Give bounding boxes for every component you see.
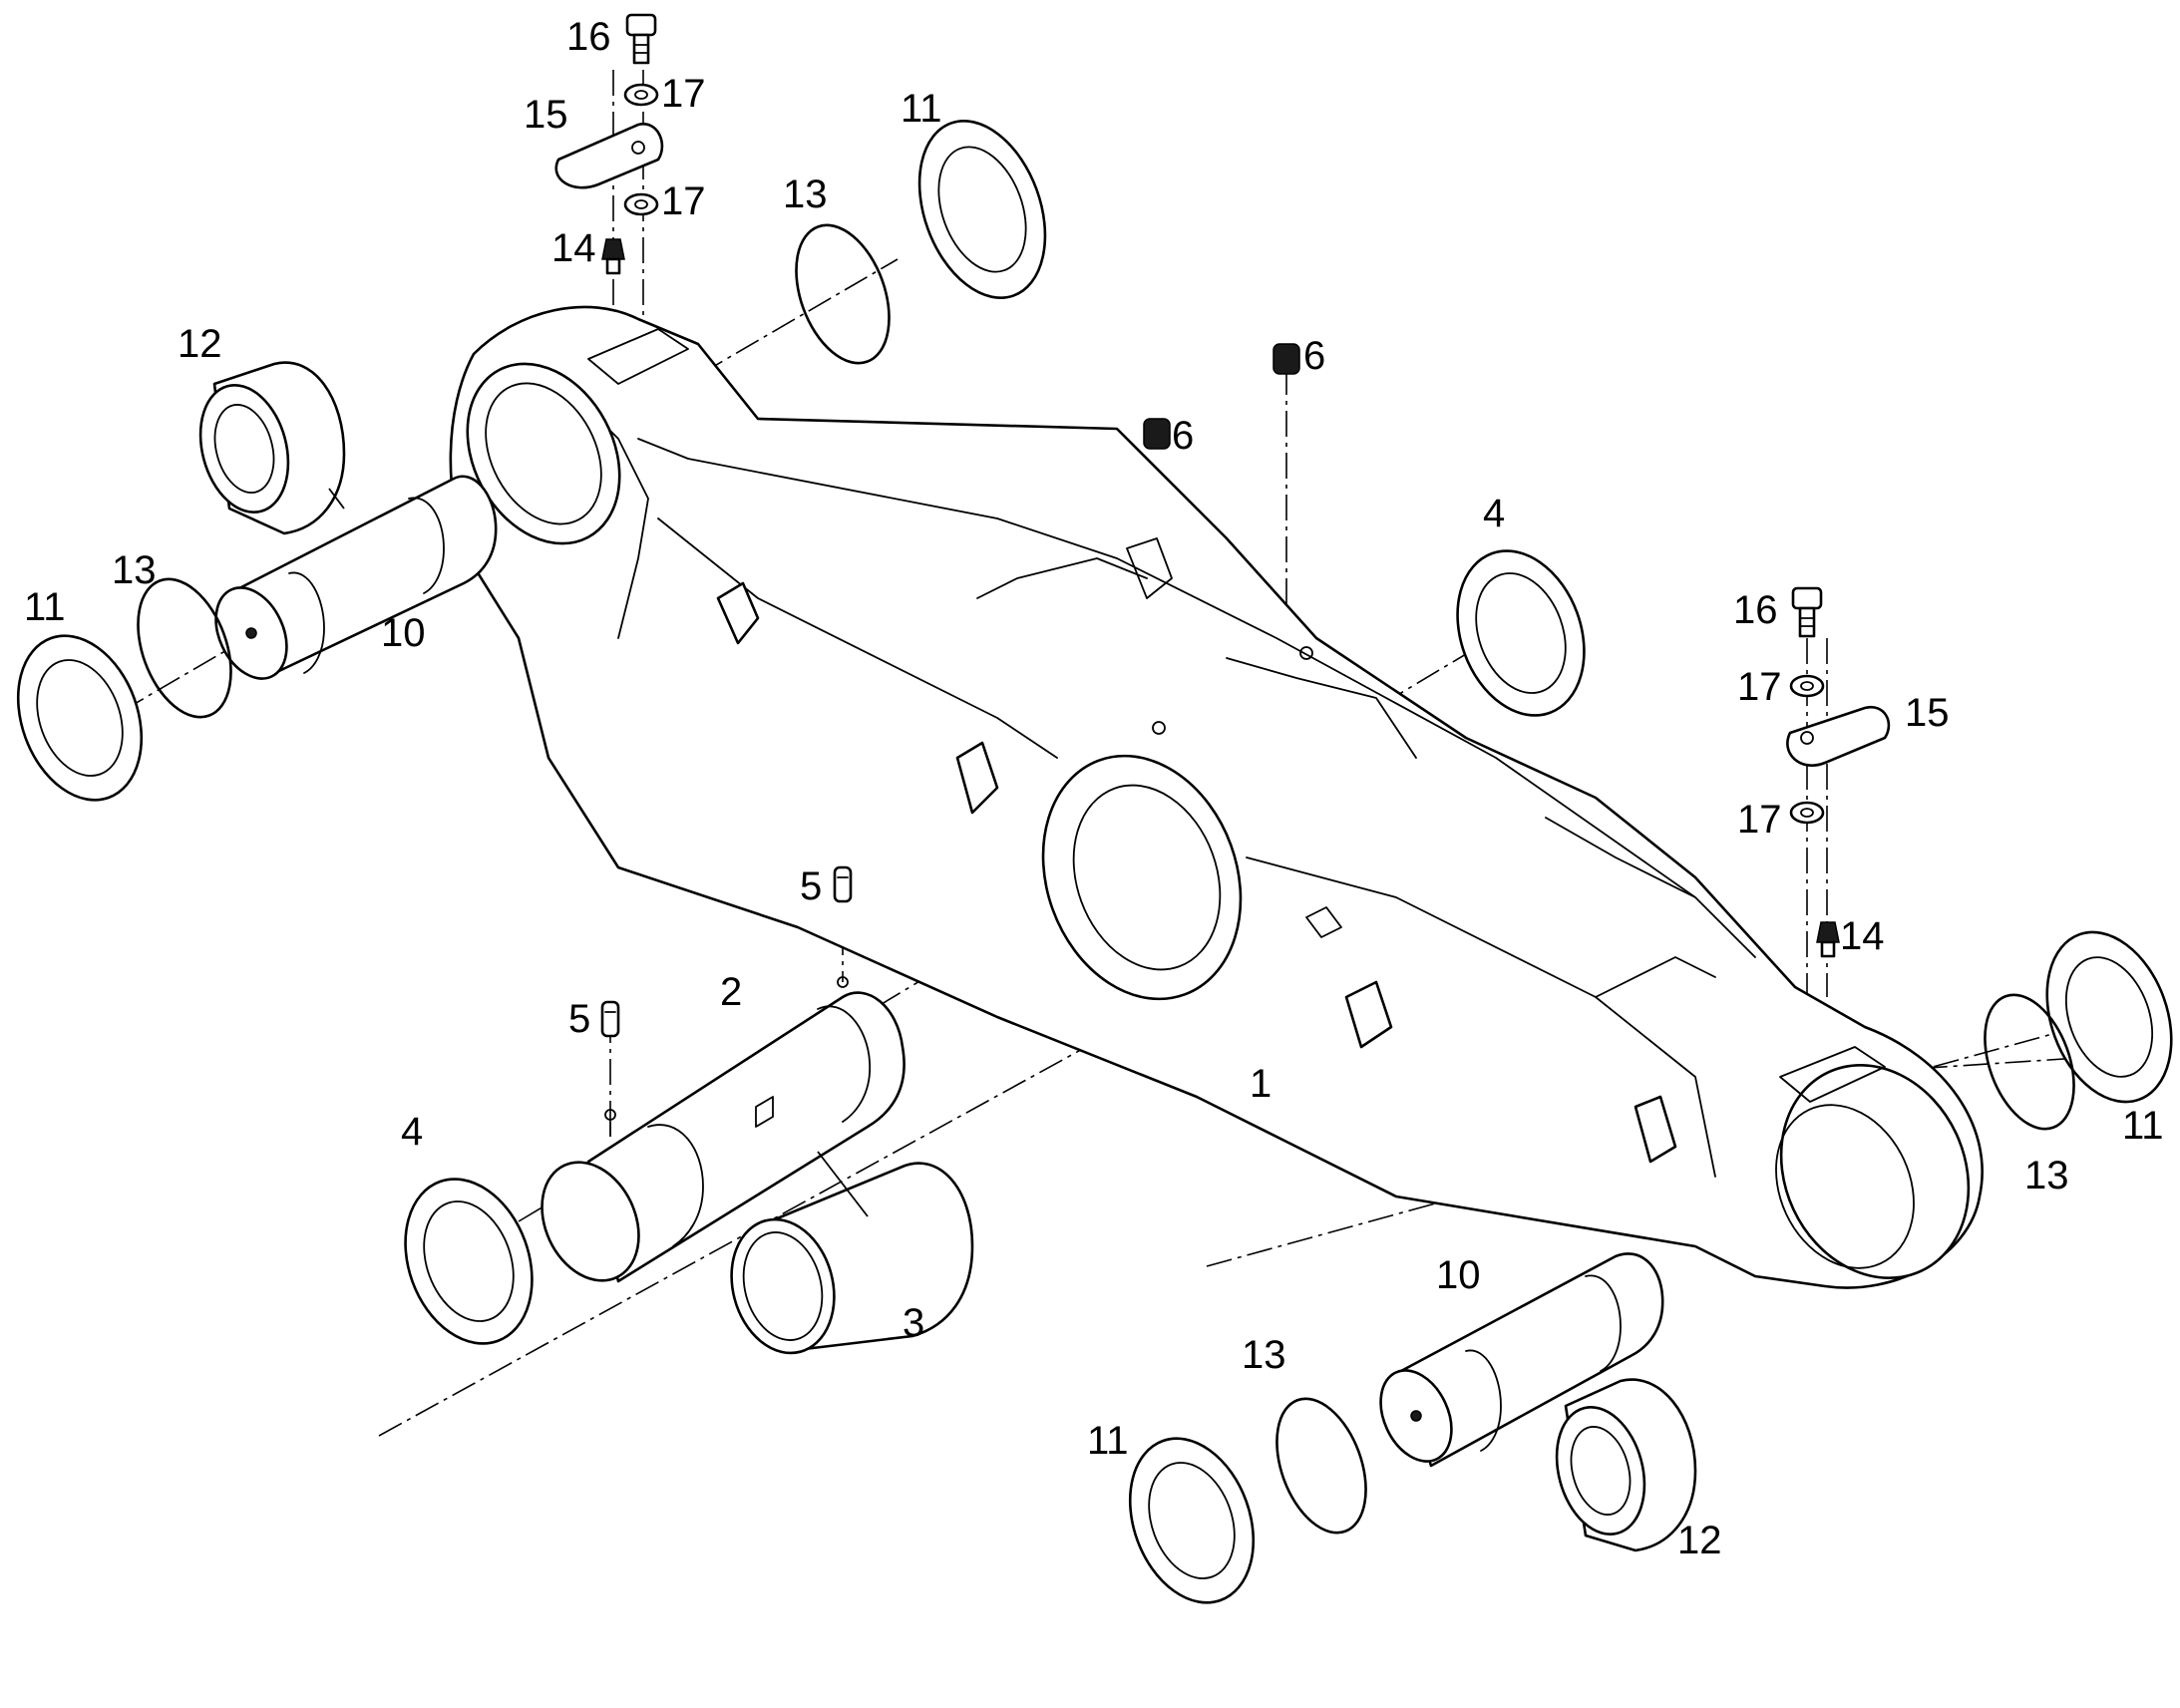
seal-ring-right <box>1456 549 1586 717</box>
grease-nipple-top <box>601 238 625 275</box>
callout-17-top-upper: 17 <box>661 72 706 116</box>
callout-13-left: 13 <box>112 548 157 592</box>
callout-11-right: 11 <box>2122 1104 2164 1148</box>
callout-4-left: 4 <box>401 1110 423 1154</box>
callout-1: 1 <box>1250 1062 1272 1106</box>
callout-12-left: 12 <box>178 322 222 366</box>
set-screw-lower <box>600 1000 620 1038</box>
callout-14-right: 14 <box>1840 914 1885 958</box>
bearing-cap-top <box>917 120 1047 299</box>
bearing-cap-right <box>2045 930 2173 1104</box>
callout-17-right-lower: 17 <box>1737 798 1782 842</box>
washer-right-upper <box>1789 674 1825 698</box>
callout-16-top: 16 <box>566 15 611 59</box>
callout-5-upper: 5 <box>800 864 822 908</box>
bearing-cap-bottom <box>1128 1437 1256 1604</box>
grease-nipple-right <box>1816 921 1840 958</box>
callout-11-bottom: 11 <box>1087 1419 1129 1463</box>
callout-2: 2 <box>720 970 742 1014</box>
leader-lines <box>328 488 869 1217</box>
callout-17-top-lower: 17 <box>661 179 706 223</box>
bearing-left <box>198 361 346 535</box>
callout-17-right-upper: 17 <box>1737 665 1782 709</box>
callout-11-top: 11 <box>901 87 942 131</box>
callout-10-left: 10 <box>381 611 426 655</box>
lock-plate-right <box>1786 705 1891 767</box>
callout-10-right: 10 <box>1436 1253 1481 1297</box>
callout-15-top: 15 <box>524 93 568 137</box>
snap-ring-top <box>795 223 891 365</box>
washer-right-lower <box>1789 801 1825 825</box>
bolt-right <box>1791 586 1823 638</box>
callout-11-left: 11 <box>24 585 66 629</box>
callout-13-right: 13 <box>2024 1154 2069 1197</box>
callout-16-right: 16 <box>1733 588 1778 632</box>
callout-12-right: 12 <box>1677 1519 1722 1562</box>
callout-3: 3 <box>903 1301 924 1345</box>
pin <box>541 976 906 1283</box>
bearing-cap-left <box>16 634 144 802</box>
bearing-right <box>1555 1378 1697 1552</box>
callout-15-right: 15 <box>1905 691 1950 735</box>
snap-ring-bottom <box>1275 1397 1367 1535</box>
callout-14-top: 14 <box>551 226 596 270</box>
snap-ring-right <box>1984 993 2075 1131</box>
callout-13-top: 13 <box>783 172 828 216</box>
washer-top-lower <box>623 192 659 216</box>
callout-6-left: 6 <box>1172 414 1194 458</box>
bushing <box>730 1162 974 1355</box>
snap-ring-left <box>137 577 232 719</box>
pin-right <box>1379 1252 1664 1468</box>
callout-labels: 1 2 3 4 4 5 5 6 6 10 10 11 11 11 11 12 1… <box>24 15 2164 1562</box>
callout-13-bottom: 13 <box>1242 1333 1286 1377</box>
callout-5-lower: 5 <box>568 997 590 1041</box>
callout-6-right: 6 <box>1303 334 1325 378</box>
washer-top-upper <box>623 83 659 107</box>
lock-plate-top <box>554 123 664 189</box>
pin-left <box>214 475 498 680</box>
plug-right <box>1272 343 1300 375</box>
set-screw-upper <box>833 865 853 903</box>
seal-ring-left <box>404 1178 534 1345</box>
plug-left <box>1143 418 1171 450</box>
callout-4-right: 4 <box>1483 492 1505 535</box>
bolt-top <box>625 13 657 65</box>
